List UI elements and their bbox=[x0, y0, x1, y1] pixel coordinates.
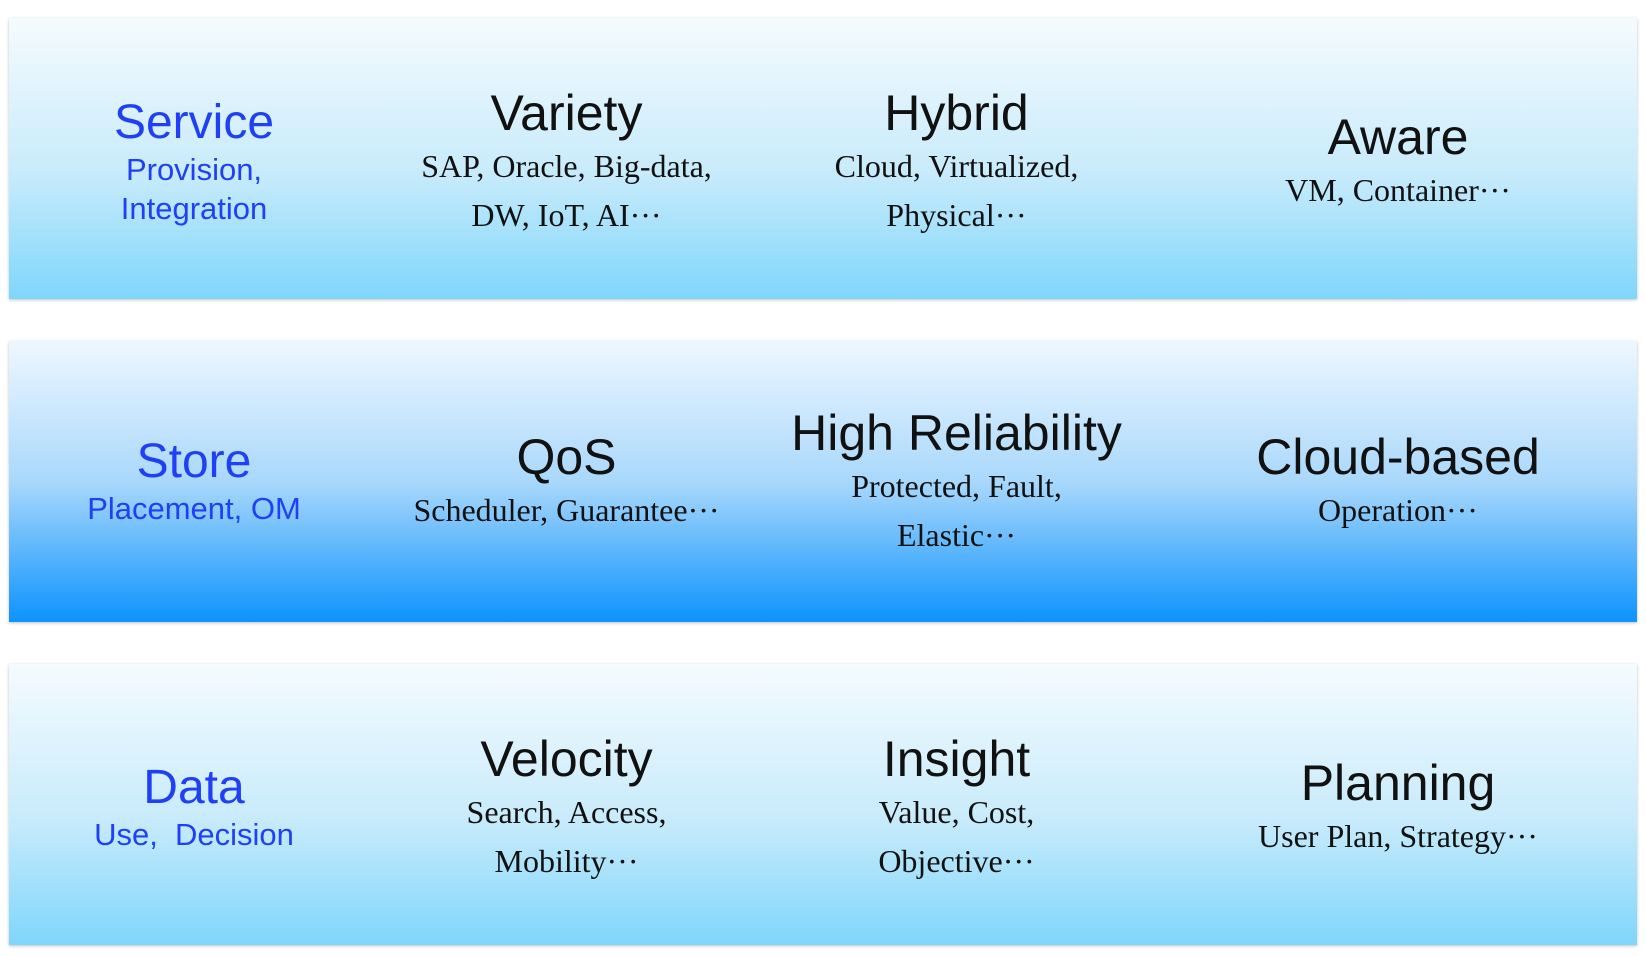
feature-planning: Planning User Plan, Strategy··· bbox=[1159, 664, 1637, 945]
feature-insight: Insight Value, Cost, Objective··· bbox=[754, 664, 1159, 945]
feature-variety: Variety SAP, Oracle, Big-data, DW, IoT, … bbox=[379, 18, 754, 299]
row-subtitle: Provision, Integration bbox=[120, 151, 268, 226]
feature-description: User Plan, Strategy··· bbox=[1258, 818, 1538, 854]
feature-title: QoS bbox=[516, 429, 617, 485]
row-title: Data bbox=[143, 761, 245, 814]
feature-description: SAP, Oracle, Big-data, DW, IoT, AI··· bbox=[421, 147, 712, 233]
feature-description: Cloud, Virtualized, Physical··· bbox=[834, 147, 1079, 233]
feature-title: Planning bbox=[1300, 755, 1496, 811]
data-band: Data Use, Decision Velocity Search, Acce… bbox=[9, 664, 1637, 945]
row-title: Service bbox=[113, 95, 275, 149]
row-subtitle: Use, Decision bbox=[94, 817, 294, 852]
feature-title: Velocity bbox=[480, 730, 653, 787]
row-title: Store bbox=[136, 435, 252, 488]
feature-aware: Aware VM, Container··· bbox=[1159, 18, 1637, 299]
service-band: Service Provision, Integration Variety S… bbox=[9, 18, 1637, 299]
feature-description: Operation··· bbox=[1318, 492, 1478, 528]
feature-description: Value, Cost, Objective··· bbox=[878, 793, 1035, 879]
data-label: Data Use, Decision bbox=[9, 664, 379, 945]
feature-description: Scheduler, Guarantee··· bbox=[413, 492, 720, 528]
store-band: Store Placement, OM QoS Scheduler, Guara… bbox=[9, 341, 1637, 622]
feature-title: Hybrid bbox=[884, 84, 1029, 141]
store-label: Store Placement, OM bbox=[9, 341, 379, 622]
feature-title: Cloud-based bbox=[1256, 429, 1540, 485]
service-label: Service Provision, Integration bbox=[9, 18, 379, 299]
feature-description: Protected, Fault, Elastic··· bbox=[851, 467, 1062, 553]
feature-velocity: Velocity Search, Access, Mobility··· bbox=[379, 664, 754, 945]
feature-title: Insight bbox=[882, 730, 1031, 787]
feature-qos: QoS Scheduler, Guarantee··· bbox=[379, 341, 754, 622]
feature-title: Aware bbox=[1327, 109, 1469, 165]
feature-title: Variety bbox=[490, 84, 643, 141]
feature-cloud-based: Cloud-based Operation··· bbox=[1159, 341, 1637, 622]
row-subtitle: Placement, OM bbox=[87, 491, 301, 526]
feature-title: High Reliability bbox=[791, 404, 1122, 461]
feature-description: VM, Container··· bbox=[1285, 172, 1511, 208]
feature-hybrid: Hybrid Cloud, Virtualized, Physical··· bbox=[754, 18, 1159, 299]
feature-high-reliability: High Reliability Protected, Fault, Elast… bbox=[754, 341, 1159, 622]
feature-description: Search, Access, Mobility··· bbox=[466, 793, 667, 879]
